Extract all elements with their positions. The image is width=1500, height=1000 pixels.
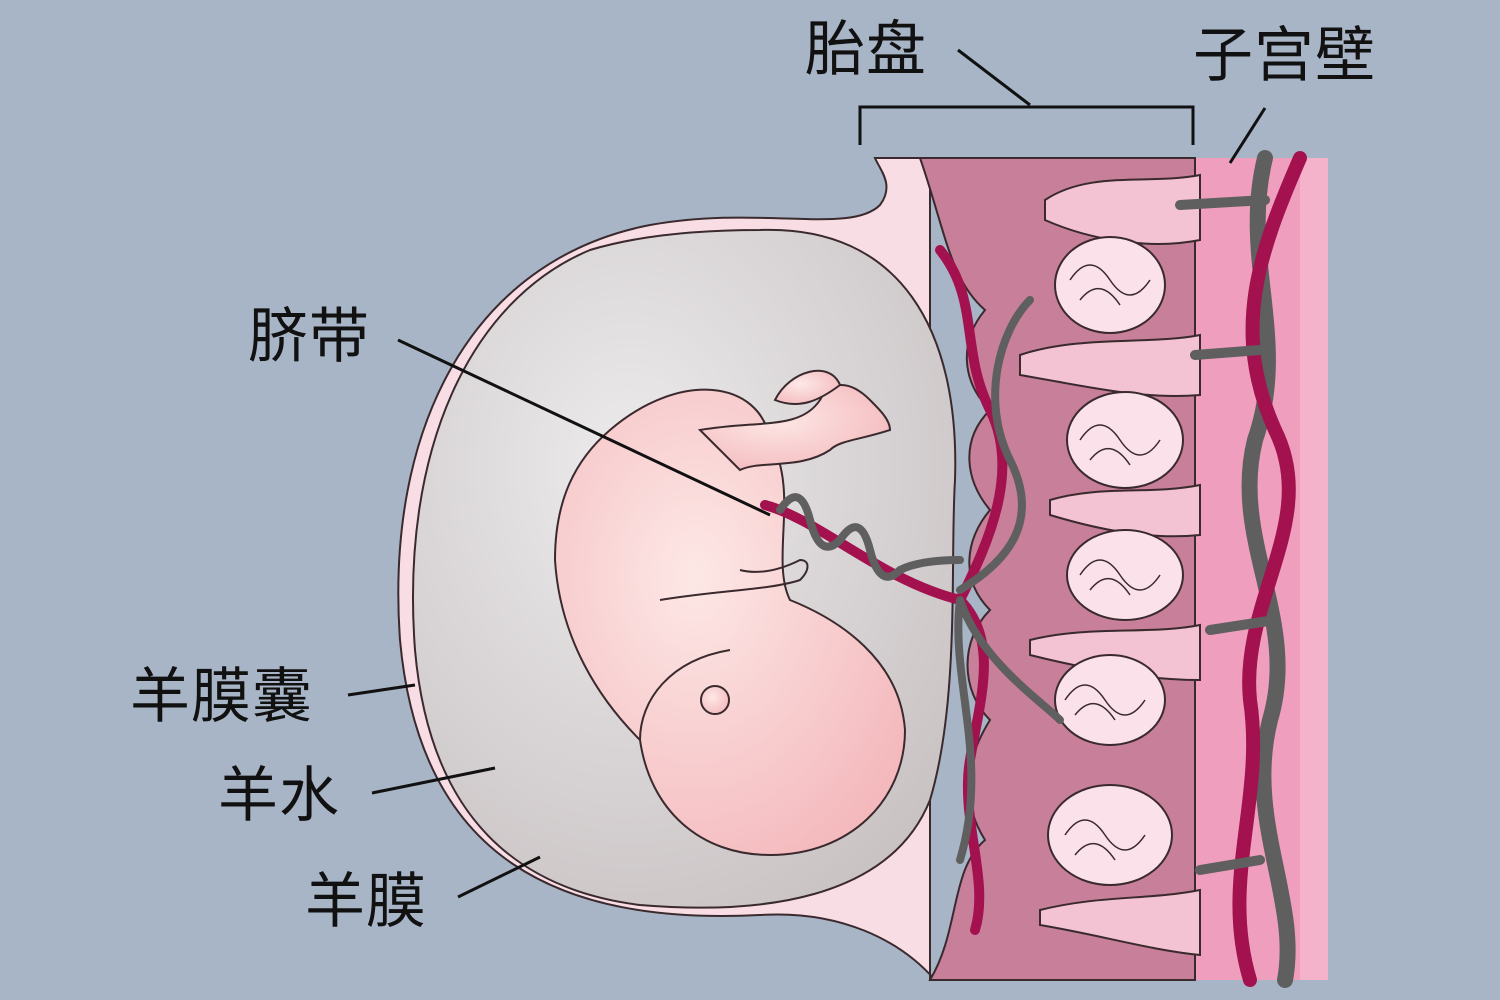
- placenta-leader: [957, 48, 1031, 107]
- umbilical-cord-leader: [397, 338, 771, 517]
- amniotic-sac-leader: [347, 683, 416, 697]
- amniotic-fluid-leader: [371, 766, 496, 795]
- placenta-bracket: [858, 105, 1195, 145]
- label-amniotic-fluid: 羊水: [218, 761, 340, 831]
- umbilical-cord: [760, 245, 1064, 935]
- placenta: [918, 157, 1201, 981]
- leader-lines: [347, 48, 1267, 899]
- label-placenta: 胎盘: [805, 15, 927, 85]
- uterine-wall-leader: [1228, 107, 1267, 164]
- uterine-vessels: [1175, 150, 1307, 988]
- fetus: [553, 369, 907, 857]
- label-uterine-wall: 子宫壁: [1193, 21, 1376, 91]
- label-amnion: 羊膜: [305, 867, 427, 937]
- amnion-leader: [457, 855, 541, 899]
- label-amniotic-sac: 羊膜囊: [130, 662, 313, 732]
- label-umbilical-cord: 脐带: [248, 302, 370, 372]
